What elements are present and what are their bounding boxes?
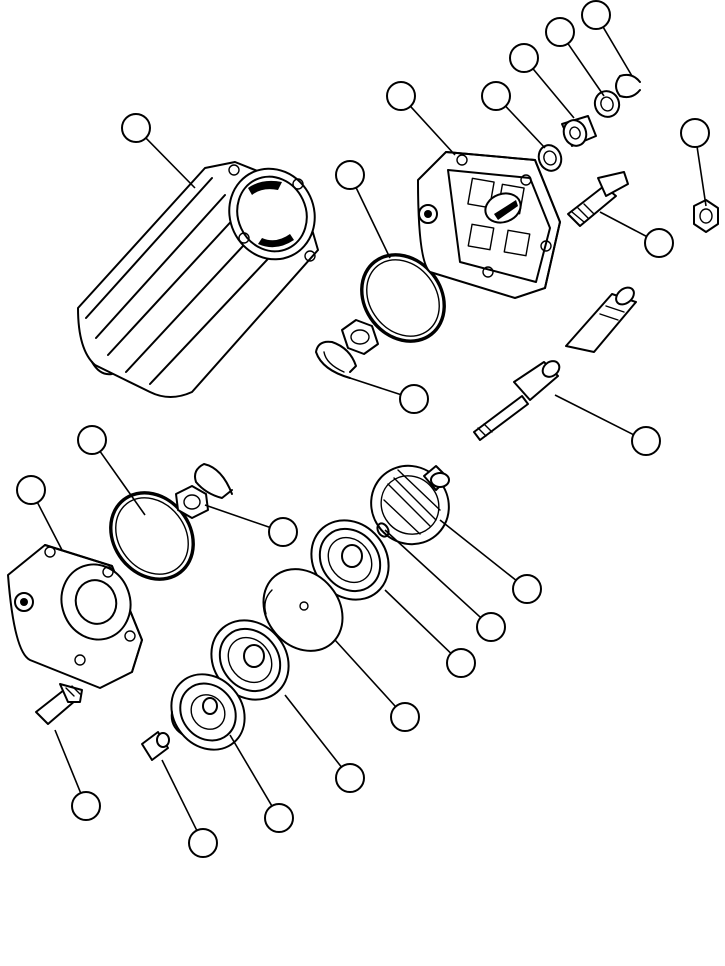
piston-rod — [565, 286, 637, 353]
leader-line — [602, 26, 633, 77]
leader-line — [349, 377, 401, 396]
stud-lower — [35, 683, 83, 725]
callout-balloon — [631, 426, 661, 456]
leader-line — [229, 734, 273, 807]
callout-balloon — [512, 574, 542, 604]
leader-line — [334, 639, 397, 708]
leader-line — [409, 105, 456, 156]
stud-upper — [567, 171, 629, 227]
callout-balloon — [680, 118, 710, 148]
callout-balloon — [390, 702, 420, 732]
callout-balloon — [16, 475, 46, 505]
small-o-ring — [376, 522, 390, 538]
callout-balloon — [264, 803, 294, 833]
callout-balloon — [335, 160, 365, 190]
leader-line — [284, 694, 342, 768]
callout-balloon — [644, 228, 674, 258]
leader-line — [161, 759, 198, 831]
leader-line — [439, 519, 517, 581]
callout-balloon — [509, 43, 539, 73]
callout-balloon — [268, 517, 298, 547]
piston-head — [370, 464, 450, 546]
leader-line — [567, 43, 605, 97]
leader-line — [54, 729, 82, 794]
cylinder-barrel — [77, 161, 319, 398]
callout-balloon — [188, 828, 218, 858]
end-cap-upper — [417, 151, 561, 299]
leader-line — [505, 105, 546, 149]
leader-line — [532, 68, 575, 119]
callout-balloon — [121, 113, 151, 143]
end-cap-lower — [7, 544, 143, 689]
leader-line — [554, 394, 634, 436]
spacer-lower — [141, 731, 170, 761]
leader-line — [99, 450, 146, 516]
tie-rod-long — [473, 360, 561, 441]
seal-stack-upper — [537, 73, 641, 172]
callout-balloon — [446, 648, 476, 678]
callout-balloon — [581, 0, 611, 30]
callout-balloon — [481, 81, 511, 111]
callout-balloon — [71, 791, 101, 821]
leader-line — [384, 589, 452, 654]
leader-line — [36, 502, 63, 551]
callout-balloon — [399, 384, 429, 414]
callout-balloon — [77, 425, 107, 455]
seal-cup-lower — [210, 619, 290, 701]
callout-group — [16, 0, 710, 858]
callout-balloon — [335, 763, 365, 793]
leader-line — [696, 146, 707, 207]
piston-lower — [170, 673, 246, 751]
nut-right — [693, 199, 719, 233]
seal-cup — [310, 519, 390, 601]
leader-line — [145, 137, 196, 189]
leader-line — [599, 211, 647, 238]
leader-line — [384, 529, 482, 619]
snap-ring-nut-lower — [175, 463, 233, 519]
snap-ring-nut-upper — [315, 319, 379, 379]
leader-line — [204, 504, 271, 529]
callout-balloon — [545, 17, 575, 47]
leader-line — [355, 187, 391, 259]
callout-balloon — [476, 612, 506, 642]
callout-balloon — [386, 81, 416, 111]
o-ring-upper — [360, 253, 446, 343]
